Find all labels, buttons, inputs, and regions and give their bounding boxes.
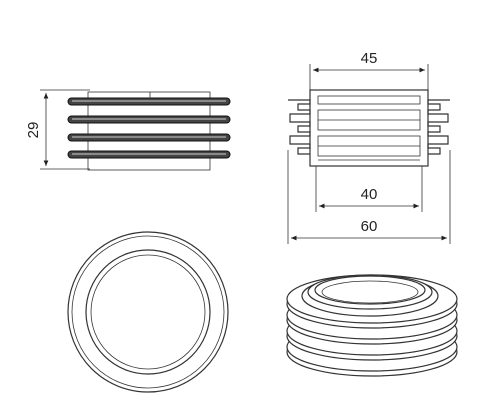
section-right-wall <box>427 99 450 155</box>
inner-width-dimension-label: 40 <box>361 186 378 203</box>
top-view <box>67 231 229 393</box>
section-left-wall <box>288 99 311 155</box>
top-width-dimension-label: 45 <box>361 50 378 67</box>
side-view-rib <box>67 150 231 159</box>
top-view-middle-ring <box>85 249 211 375</box>
side-view-body <box>87 91 211 171</box>
section-view: 45 40 60 <box>287 50 451 244</box>
side-view-rib <box>67 133 231 142</box>
iso-opening <box>314 275 426 305</box>
side-view: 29 <box>25 89 231 171</box>
side-view-rib <box>67 115 231 124</box>
top-view-outer-ring <box>67 231 229 393</box>
outer-width-dimension-label: 60 <box>361 218 378 235</box>
isometric-view <box>286 274 458 377</box>
side-view-rib <box>67 97 231 106</box>
section-body <box>309 89 429 167</box>
top-view-inner-ring <box>90 254 206 370</box>
height-dimension-label: 29 <box>25 122 42 139</box>
